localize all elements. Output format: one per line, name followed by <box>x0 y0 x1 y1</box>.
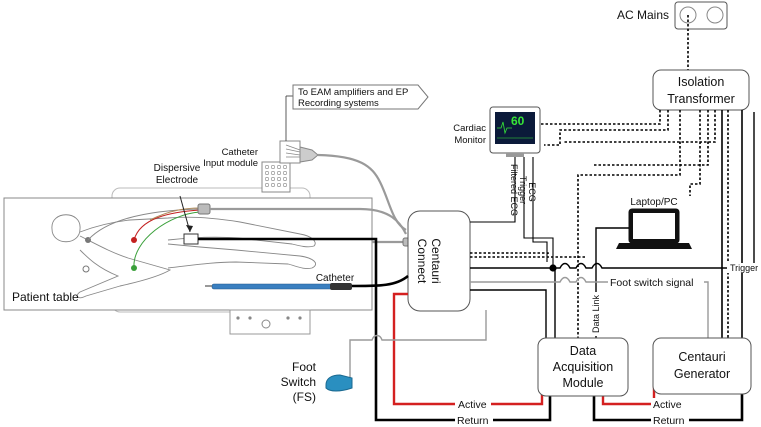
table-knob-3 <box>248 316 252 320</box>
patient-table-group <box>3 187 373 335</box>
isolation-transformer-label-1: Isolation <box>678 75 725 89</box>
table-knob-5 <box>298 316 302 320</box>
ecg-lead-green <box>133 211 201 269</box>
active-label-right: Active <box>653 399 682 411</box>
power-to-main-line <box>470 252 549 256</box>
data-acquisition-module-box <box>537 337 629 397</box>
eam-note-box <box>292 84 429 110</box>
cardiac-monitor-screen <box>495 112 535 144</box>
catheter-body <box>211 283 333 290</box>
isolation-transformer-label-2: Transformer <box>667 92 735 106</box>
generator-label-1: Centauri <box>678 350 725 364</box>
centauri-generator-group: Centauri Generator <box>652 337 752 395</box>
return-label-right: Return <box>653 415 685 427</box>
centauri-connect-box <box>407 210 471 312</box>
catheter-to-connect-black <box>351 274 409 288</box>
eam-note-line-1: To EAM amplifiers and EP <box>298 87 408 98</box>
laptop-screen-inner <box>633 213 675 239</box>
input-module-header <box>279 140 301 164</box>
ac-mains-label: AC Mains <box>617 8 669 22</box>
return-label-left: Return <box>457 415 489 427</box>
dispersive-label-1: Dispersive <box>154 163 201 174</box>
ecg-cable <box>210 207 407 235</box>
centauri-connect-group: Centauri Connect <box>407 210 471 312</box>
patient-table <box>3 197 373 311</box>
trigger-line <box>470 112 755 269</box>
ecg-connector <box>197 203 211 215</box>
centauri-generator-box <box>652 337 752 395</box>
data-link-label: Data Link <box>591 294 601 333</box>
patient-table-label: Patient table <box>12 290 79 304</box>
centauri-connect-label-1: Centauri <box>429 238 443 283</box>
ecg-lead-red <box>133 209 201 241</box>
laptop-group: Laptop/PC <box>616 197 692 249</box>
isolation-transformer-box <box>652 69 750 111</box>
eam-cable <box>317 153 407 231</box>
laptop-base <box>616 243 692 249</box>
dispersive-label-2: Electrode <box>156 175 199 186</box>
monitor-waveform <box>497 121 512 135</box>
trigger-vertical-line <box>523 157 554 268</box>
power-to-connect <box>544 110 669 146</box>
eam-note-line-2: Recording systems <box>298 98 379 109</box>
daq-label-3: Module <box>563 376 604 390</box>
foot-switch-label-1: Foot <box>292 360 317 374</box>
dispersive-arrowhead <box>186 225 193 232</box>
trigger-vertical-label: Trigger <box>518 176 528 204</box>
daq-label-1: Data <box>570 344 596 358</box>
power-to-connect-bottom <box>564 110 716 143</box>
generator-lines <box>721 110 743 338</box>
monitor-signal-lines <box>470 157 554 268</box>
catheter-handle <box>330 283 352 290</box>
ecg-lead-gray <box>87 208 201 241</box>
foot-switch-group: Foot Switch (FS) <box>281 310 487 404</box>
cardiac-monitor-label-2: Monitor <box>454 135 486 146</box>
input-module-pins <box>285 144 301 158</box>
ecg-label: ECG <box>527 182 537 202</box>
table-knob-1 <box>261 319 271 329</box>
catheter-input-label-1: Catheter <box>222 147 258 158</box>
power-group: AC Mains Isolation Transformer <box>617 1 750 111</box>
trigger-junction <box>549 264 557 272</box>
foot-switch-label-2: Switch <box>281 375 316 389</box>
foot-switch-label-3: (FS) <box>293 390 316 404</box>
input-module-ports <box>264 165 287 188</box>
power-to-daq-2 <box>592 110 709 166</box>
ecg-vertical-line <box>532 157 548 262</box>
foot-switch-pedal <box>325 374 353 392</box>
catheter-label: Catheter <box>316 273 355 284</box>
power-to-laptop <box>689 110 701 196</box>
centauri-connect-label-2: Connect <box>415 239 429 284</box>
ecg-lead-brown <box>149 207 201 221</box>
catheter-input-label-2: Input module <box>203 158 258 169</box>
connect-return-line <box>470 289 547 338</box>
power-to-monitor <box>540 110 661 125</box>
daq-label-2: Acquisition <box>553 360 613 374</box>
ecg-electrode-white <box>82 265 90 273</box>
catheter-input-module-group: To EAM amplifiers and EP Recording syste… <box>203 84 429 193</box>
table-knob-2 <box>236 316 240 320</box>
table-knob-4 <box>286 316 290 320</box>
return-dispersive-cable <box>198 237 552 422</box>
dispersive-electrode-pad <box>183 233 199 245</box>
input-module-plug <box>299 146 319 163</box>
active-label-left: Active <box>458 399 487 411</box>
filtered-ecg-line <box>470 157 516 223</box>
outlet-socket-2 <box>706 6 724 24</box>
daq-module-group: Data Acquisition Module <box>537 337 629 397</box>
monitor-reading: 60 <box>511 114 525 128</box>
cardiac-monitor-group: 60 Cardiac Monitor <box>453 106 541 157</box>
filtered-ecg-label: Filtered ECG <box>509 164 519 216</box>
foot-switch-signal-line <box>470 276 709 338</box>
cardiac-monitor-label-1: Cardiac <box>453 123 486 134</box>
foot-switch-signal-label: Foot switch signal <box>610 277 693 289</box>
monitor-base <box>506 153 524 157</box>
foot-switch-cable <box>349 310 487 378</box>
active-return-labels: Active Return Active Return <box>455 398 689 427</box>
generator-label-2: Generator <box>674 367 730 381</box>
trigger-label: Trigger <box>730 263 758 273</box>
laptop-label: Laptop/PC <box>630 197 677 208</box>
